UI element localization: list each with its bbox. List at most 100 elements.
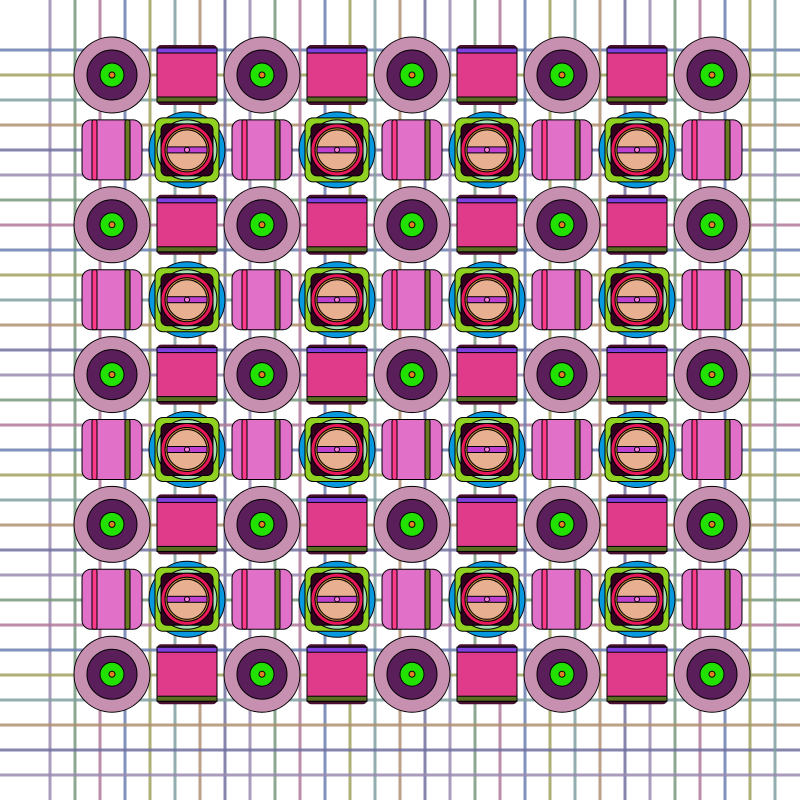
pill-stripe: [691, 419, 698, 480]
pill-stripe: [574, 419, 581, 480]
pill-stripe: [124, 419, 131, 480]
pill-stripe: [424, 568, 431, 630]
tile: [306, 644, 368, 705]
center-dot: [258, 670, 266, 678]
pill-stripe: [541, 568, 548, 630]
tile: [231, 419, 293, 480]
tile: [456, 194, 518, 255]
tile: [373, 635, 451, 713]
tile: [148, 111, 226, 189]
square-bottom-bar: [156, 96, 218, 103]
tile: [373, 336, 451, 414]
tile: [156, 494, 218, 555]
tile: [531, 119, 593, 181]
tile: [673, 485, 751, 563]
pill-body: [231, 419, 293, 480]
center-dot: [634, 446, 640, 453]
pill-stripe: [91, 419, 98, 480]
center-dot: [408, 520, 416, 528]
tile: [673, 336, 751, 414]
center-dot: [184, 596, 190, 603]
center-dot: [184, 146, 190, 153]
tile: [306, 45, 368, 105]
tile: [456, 494, 518, 555]
center-dot: [258, 71, 266, 79]
center-dot: [484, 596, 490, 603]
square-body: [156, 197, 218, 253]
center-dot: [108, 371, 116, 379]
square-top-bar: [606, 646, 668, 653]
tile: [223, 485, 301, 563]
square-bottom-bar: [456, 545, 518, 552]
pill-stripe: [574, 568, 581, 630]
square-body: [306, 197, 368, 253]
square-bottom-bar: [456, 396, 518, 403]
center-dot: [484, 296, 490, 303]
tile: [73, 336, 151, 414]
tile: [523, 635, 601, 713]
square-bottom-bar: [156, 246, 218, 253]
tile: [81, 419, 143, 480]
tile: [73, 186, 151, 264]
square-bottom-bar: [606, 545, 668, 552]
center-dot: [258, 520, 266, 528]
pill-body: [531, 269, 593, 331]
square-body: [606, 347, 668, 403]
pill-body: [531, 568, 593, 630]
square-bottom-bar: [306, 96, 368, 103]
pill-stripe: [91, 119, 98, 181]
tile: [148, 411, 226, 488]
pill-stripe: [541, 119, 548, 181]
square-body: [456, 47, 518, 103]
pill-stripe: [424, 269, 431, 331]
pill-stripe: [691, 119, 698, 181]
square-top-bar: [306, 347, 368, 354]
pill-body: [681, 568, 743, 630]
square-bottom-bar: [306, 246, 368, 253]
tile: [673, 36, 751, 114]
tile: [606, 194, 668, 255]
tile: [373, 36, 451, 114]
tile: [673, 186, 751, 264]
center-dot: [334, 146, 340, 153]
square-top-bar: [306, 496, 368, 503]
tile: [456, 344, 518, 405]
square-top-bar: [606, 197, 668, 204]
square-bottom-bar: [306, 545, 368, 552]
square-body: [306, 496, 368, 552]
square-top-bar: [456, 496, 518, 503]
tile: [531, 419, 593, 480]
tile: [223, 36, 301, 114]
square-bottom-bar: [306, 695, 368, 702]
tile: [606, 45, 668, 105]
tile: [381, 419, 443, 480]
tile: [148, 560, 226, 638]
tile: [231, 568, 293, 630]
center-dot: [258, 371, 266, 379]
tile: [523, 485, 601, 563]
pill-stripe: [274, 269, 281, 331]
pill-stripe: [124, 119, 131, 181]
pill-stripe: [241, 568, 248, 630]
pill-stripe: [724, 568, 731, 630]
pill-stripe: [391, 119, 398, 181]
pill-stripe: [274, 568, 281, 630]
tile: [223, 635, 301, 713]
pill-stripe: [691, 568, 698, 630]
center-dot: [108, 221, 116, 229]
tile: [598, 560, 676, 638]
tile: [148, 261, 226, 339]
tile: [681, 568, 743, 630]
pill-stripe: [724, 269, 731, 331]
tile: [223, 336, 301, 414]
tile: [231, 269, 293, 331]
square-body: [156, 496, 218, 552]
pill-stripe: [541, 419, 548, 480]
pill-stripe: [241, 419, 248, 480]
center-dot: [558, 371, 566, 379]
square-body: [156, 47, 218, 103]
square-top-bar: [156, 646, 218, 653]
tile: [681, 119, 743, 181]
tile: [373, 485, 451, 563]
pill-body: [381, 419, 443, 480]
